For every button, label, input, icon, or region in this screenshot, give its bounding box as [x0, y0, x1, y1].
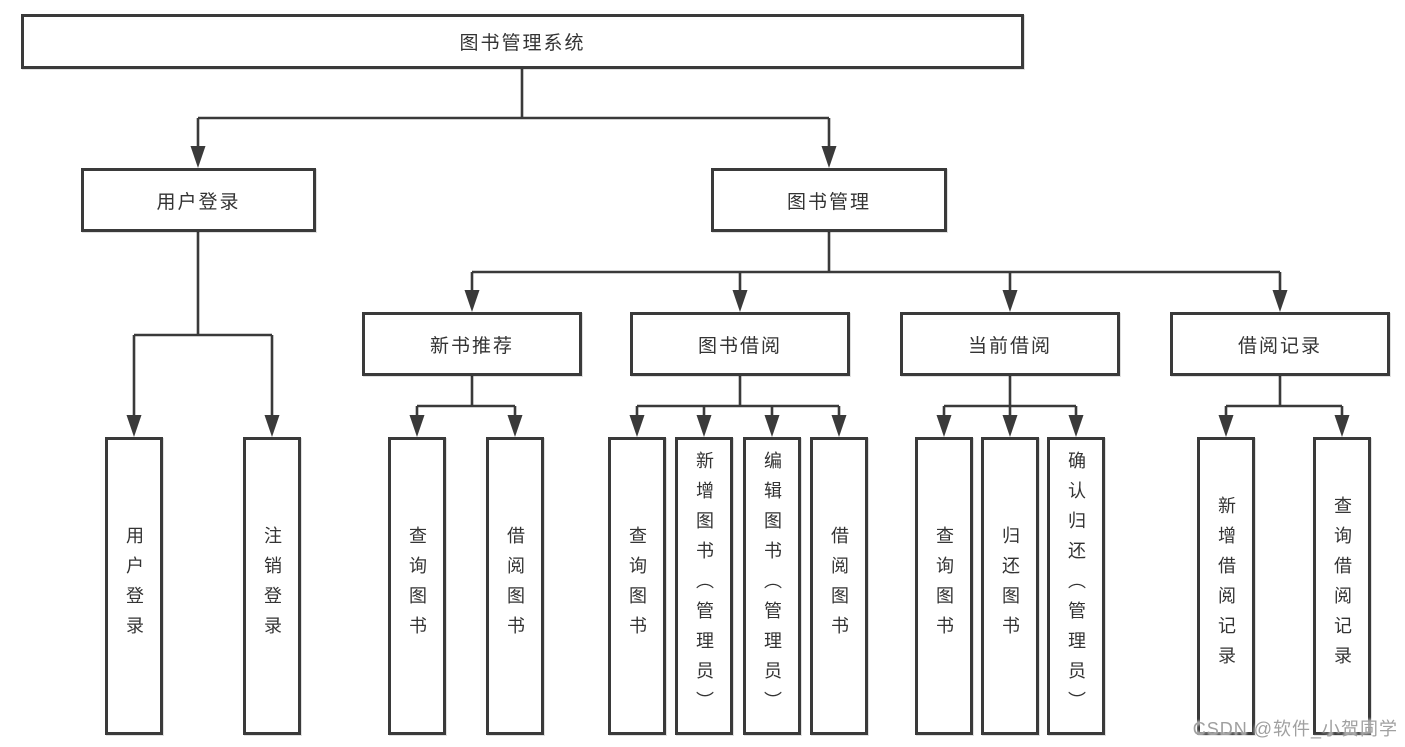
connector-borrow-group: [635, 376, 841, 417]
leaf-logout: 注销登录: [243, 437, 301, 735]
node-root-system: 图书管理系统: [21, 14, 1024, 69]
leaf-label: 新增图书（管理员）: [694, 451, 714, 721]
leaf-borrow-books-recommend: 借阅图书: [486, 437, 544, 735]
leaf-label: 查询借阅记录: [1332, 496, 1352, 676]
leaf-edit-books-admin: 编辑图书（管理员）: [743, 437, 801, 735]
connector-recommend-group: [415, 376, 517, 417]
node-new-book-recommend: 新书推荐: [362, 312, 582, 376]
leaf-label: 注销登录: [262, 526, 282, 646]
node-label: 图书管理系统: [459, 33, 586, 54]
node-label: 新书推荐: [429, 335, 514, 357]
connector-current-group: [942, 376, 1078, 417]
leaf-add-books-admin: 新增图书（管理员）: [675, 437, 733, 735]
leaf-return-books: 归还图书: [981, 437, 1039, 735]
leaf-label: 用户登录: [124, 526, 144, 646]
node-label: 借阅记录: [1237, 335, 1322, 357]
leaf-query-books-recommend: 查询图书: [388, 437, 446, 735]
leaf-label: 归还图书: [1000, 526, 1020, 646]
connector-mgmt-to-level3: [470, 232, 1282, 292]
leaf-query-borrow-record: 查询借阅记录: [1313, 437, 1371, 735]
csdn-watermark: CSDN @软件_小贺同学: [1192, 719, 1398, 739]
node-book-borrow: 图书借阅: [630, 312, 850, 376]
node-book-management: 图书管理: [711, 168, 947, 232]
leaf-label: 查询图书: [407, 526, 427, 646]
leaf-query-books-borrow: 查询图书: [608, 437, 666, 735]
node-label: 当前借阅: [967, 335, 1052, 357]
leaf-confirm-return-admin: 确认归还（管理员）: [1047, 437, 1105, 735]
leaf-label: 借阅图书: [829, 526, 849, 646]
node-borrow-records: 借阅记录: [1170, 312, 1390, 376]
node-user-login: 用户登录: [81, 168, 316, 232]
node-label: 用户登录: [156, 191, 241, 213]
leaf-query-books-current: 查询图书: [915, 437, 973, 735]
leaf-borrow-books: 借阅图书: [810, 437, 868, 735]
arrowheads: [126, 146, 1350, 437]
leaf-label: 查询图书: [627, 526, 647, 646]
leaf-label: 查询图书: [934, 526, 954, 646]
leaf-user-login: 用户登录: [105, 437, 163, 735]
leaf-add-borrow-record: 新增借阅记录: [1197, 437, 1255, 735]
node-label: 图书借阅: [697, 335, 782, 357]
node-label: 图书管理: [786, 191, 871, 213]
connector-root-to-level2: [196, 69, 831, 148]
node-current-borrow: 当前借阅: [900, 312, 1120, 376]
connector-record-group: [1224, 376, 1344, 417]
leaf-label: 借阅图书: [505, 526, 525, 646]
leaf-label: 确认归还（管理员）: [1066, 451, 1086, 721]
leaf-label: 新增借阅记录: [1216, 496, 1236, 676]
leaf-label: 编辑图书（管理员）: [762, 451, 782, 721]
connector-login-to-leaves: [132, 232, 274, 417]
